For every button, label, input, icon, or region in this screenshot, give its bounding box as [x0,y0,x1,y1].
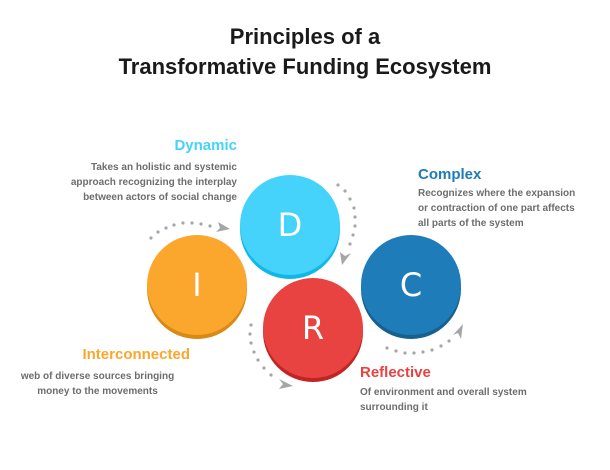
letter-c: C [399,266,423,304]
letter-r: R [301,309,325,347]
circle-interconnected: I [147,235,247,335]
reflective-heading: Reflective [360,364,431,381]
letter-d: D [277,206,303,244]
dynamic-desc-line: approach recognizing the interplay [70,177,237,188]
arrow-d-to-c-icon [336,183,357,265]
dynamic-heading: Dynamic [174,137,237,154]
dynamic-desc-line: Takes an holistic and systemic [91,162,237,173]
reflective-desc-line: surrounding it [360,402,428,413]
diagram-title: Principles of a Transformative Funding E… [0,22,610,82]
title-line-1: Principles of a [229,24,381,49]
arrow-r-to-i-icon [248,323,293,389]
interconnected-description: web of diverse sources bringing money to… [10,369,185,399]
dynamic-description: Takes an holistic and systemic approach … [40,160,237,205]
interconnected-desc-line: web of diverse sources bringing [20,371,175,382]
circle-complex: C [361,235,461,335]
complex-desc-line: or contraction of one part affects [418,203,575,214]
circle-dynamic: D [240,175,340,275]
complex-desc-line: Recognizes where the expansion [418,188,576,199]
complex-heading: Complex [418,166,482,183]
complex-description: Recognizes where the expansion or contra… [418,186,608,231]
interconnected-heading: Interconnected [82,346,190,363]
arrow-c-loop-icon [385,324,463,355]
arrow-i-to-d-icon [149,221,230,240]
dynamic-desc-line: between actors of social change [83,192,237,203]
reflective-description: Of environment and overall system surrou… [360,385,560,415]
circle-reflective: R [263,278,363,378]
reflective-desc-line: Of environment and overall system [360,387,527,398]
title-line-2: Transformative Funding Ecosystem [118,54,492,79]
complex-desc-line: all parts of the system [418,218,524,229]
interconnected-desc-line: money to the movements [37,386,158,397]
letter-i: I [192,266,202,304]
